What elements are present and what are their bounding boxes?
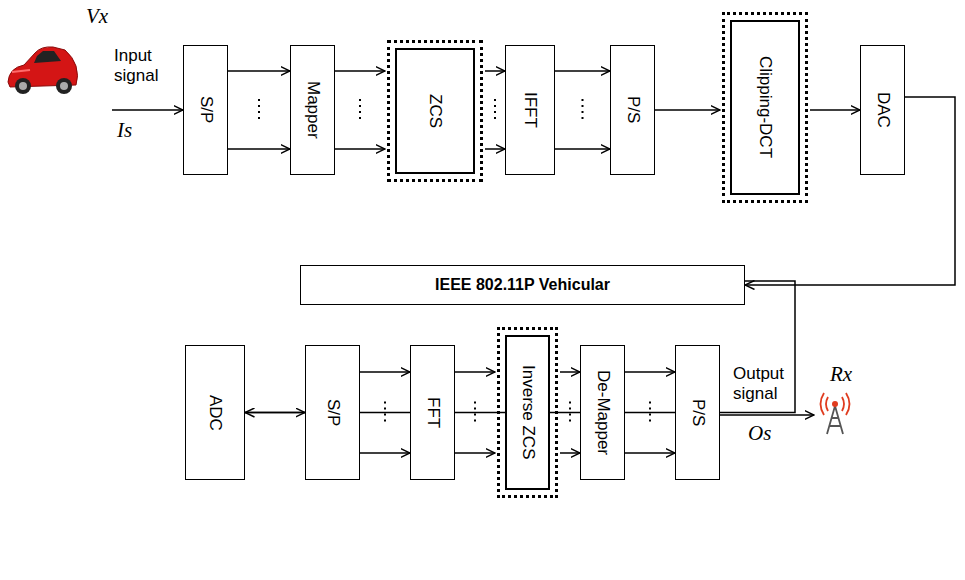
signal-arrow (228, 70, 290, 72)
ellipsis-dots (494, 99, 496, 121)
ellipsis-dots (582, 99, 584, 121)
process-block: IEEE 802.11P Vehicular (300, 265, 745, 305)
block-label: S/P (195, 96, 215, 123)
block-label: FFT (422, 397, 442, 428)
signal-arrow (625, 452, 675, 454)
block-label: IEEE 802.11P Vehicular (435, 275, 610, 294)
signal-arrow (555, 70, 610, 72)
process-block: DAC (860, 45, 905, 175)
receiver-symbol: Rx (830, 362, 852, 387)
car-hub (19, 82, 27, 90)
signal-arrow (455, 371, 495, 373)
ellipsis-dots (258, 99, 260, 121)
signal-arrow (625, 371, 675, 373)
process-block: S/P (305, 345, 360, 480)
block-label: S/P (322, 399, 342, 426)
block-label: ADC (205, 395, 225, 431)
ellipsis-dots (384, 402, 386, 424)
block-label: P/S (687, 399, 707, 426)
process-block: S/P (183, 45, 228, 175)
antenna-waves (821, 393, 850, 415)
signal-arrow (555, 148, 610, 150)
process-block: P/S (675, 345, 720, 480)
car-window (34, 51, 61, 63)
signal-arrow (360, 452, 410, 454)
signal-arrow (810, 109, 860, 111)
block-label: Inverse ZCS (517, 365, 537, 459)
output-arrow (720, 414, 814, 416)
block-label: IFFT (520, 92, 540, 128)
car-wheel (56, 78, 72, 94)
signal-arrow (485, 148, 505, 150)
ellipsis-dots (569, 402, 571, 424)
signal-arrow (335, 148, 385, 150)
car-highlight (12, 70, 30, 72)
signal-arrow (228, 148, 290, 150)
vehicle-symbol: Vx (86, 4, 108, 29)
process-block: FFT (410, 345, 455, 480)
signal-name: Input signal (114, 46, 176, 87)
car-wheel (15, 78, 31, 94)
signal-arrow (360, 371, 410, 373)
block-label: Mapper (302, 81, 322, 139)
car-hub (60, 82, 68, 90)
signal-arrow (245, 412, 305, 414)
antenna-mast (827, 406, 843, 434)
process-block: ADC (185, 345, 245, 480)
process-block: De-Mapper (580, 345, 625, 480)
signal-symbol: Os (748, 421, 771, 446)
process-block: P/S (610, 45, 655, 175)
input-arrow (112, 109, 183, 111)
signal-arrow (560, 452, 580, 454)
ellipsis-dots (649, 402, 651, 424)
signal-symbol: Is (117, 118, 132, 143)
highlighted-block: Inverse ZCS (505, 335, 550, 490)
process-block: IFFT (505, 45, 555, 175)
block-label: P/S (622, 96, 642, 123)
signal-arrow (455, 452, 495, 454)
antenna-tip (832, 401, 838, 407)
car-illustration (8, 47, 78, 94)
highlighted-block: ZCS (395, 48, 475, 174)
signal-arrow (335, 70, 385, 72)
process-block: Mapper (290, 45, 335, 175)
ellipsis-dots (359, 99, 361, 121)
signal-arrow (655, 109, 720, 111)
highlighted-block: Clipping-DCT (730, 20, 800, 195)
block-label: DAC (872, 92, 892, 128)
signal-arrow (485, 70, 505, 72)
block-label: De-Mapper (592, 370, 612, 455)
ellipsis-dots (474, 402, 476, 424)
antenna-icon (821, 393, 850, 434)
signal-name: Output signal (733, 364, 803, 405)
block-label: ZCS (425, 94, 445, 128)
block-label: Clipping-DCT (755, 56, 775, 158)
signal-arrow (560, 371, 580, 373)
